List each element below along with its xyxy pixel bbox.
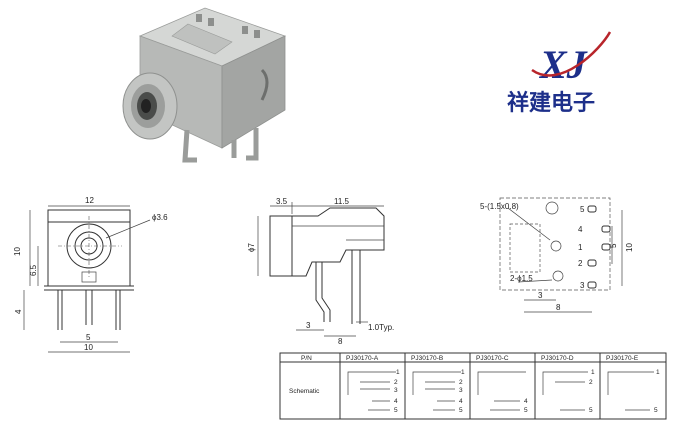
front-view-drawing: 12 ϕ3.6 10 6.5 4 5 10 [13, 196, 168, 353]
front-pin-pitch-label: 5 [86, 333, 91, 342]
d-pin-2: 2 [589, 379, 593, 386]
table-model-b: PJ30170-B [411, 355, 443, 362]
table-model-e: PJ30170-E [606, 355, 639, 362]
side-head-label: 3.5 [276, 197, 288, 206]
table-model-d: PJ30170-D [541, 355, 574, 362]
schematic-d: 1 2 5 [542, 369, 595, 414]
schematic-c: 4 5 [477, 371, 528, 414]
pcb-pin-3: 3 [580, 281, 585, 290]
a-pin-1: 1 [396, 369, 400, 376]
d-pin-1: 1 [591, 369, 595, 376]
front-width-label: 12 [85, 196, 94, 205]
side-diameter-label: ϕ7 [247, 243, 256, 252]
pcb-offset-label: 3 [538, 291, 543, 300]
side-pin-thickness-label: 1.0Typ. [368, 323, 394, 332]
schematic-table: P/N PJ30170-A PJ30170-B PJ30170-C PJ3017… [279, 352, 667, 420]
schematic-b: 1 2 3 4 5 [412, 369, 465, 414]
front-center-label: 6.5 [29, 264, 38, 276]
c-pin-4: 4 [524, 398, 528, 405]
front-height-label: 10 [13, 247, 22, 256]
b-pin-3: 3 [459, 387, 463, 394]
e-pin-1: 1 [656, 369, 660, 376]
table-row-label: Schematic [289, 388, 320, 395]
brand-logo: XJ 祥建电子 [507, 31, 612, 116]
front-base-width-label: 10 [84, 343, 93, 352]
pcb-pin-2: 2 [578, 259, 583, 268]
pcb-pin-5: 5 [580, 205, 585, 214]
b-pin-5: 5 [459, 407, 463, 414]
side-pin-pitch-label: 8 [338, 337, 343, 346]
a-pin-2: 2 [394, 379, 398, 386]
d-pin-5: 5 [589, 407, 593, 414]
brand-name: 祥建电子 [507, 90, 595, 116]
side-body-label: 11.5 [334, 197, 350, 206]
b-pin-2: 2 [459, 379, 463, 386]
pcb-inner-label: 5 [609, 243, 618, 248]
pcb-holes-label: 2-ϕ1.5 [510, 274, 533, 283]
logo-mark: XJ [538, 42, 589, 87]
pcb-slots-label: 5-(1.5x0.8) [480, 202, 519, 211]
a-pin-3: 3 [394, 387, 398, 394]
a-pin-5: 5 [394, 407, 398, 414]
pcb-layout-drawing: 5-(1.5x0.8) 2-ϕ1.5 10 5 3 8 5 4 1 2 3 [480, 197, 634, 313]
table-model-c: PJ30170-C [476, 355, 509, 362]
logo-swoosh [531, 31, 612, 77]
pcb-height-label: 10 [625, 243, 634, 252]
side-pin-offset-label: 3 [306, 321, 311, 330]
pcb-pin-1: 1 [578, 243, 583, 252]
a-pin-4: 4 [394, 398, 398, 405]
front-hole-label: ϕ3.6 [152, 213, 168, 222]
b-pin-1: 1 [461, 369, 465, 376]
schematic-e: 1 5 [607, 369, 660, 414]
pcb-pitch-label: 8 [556, 303, 561, 312]
side-view-drawing: 3.5 11.5 ϕ7 3 8 1.0Typ. [247, 197, 394, 346]
jack-photo [122, 7, 287, 163]
table-header-pn: P/N [301, 355, 312, 362]
schematic-a: 1 2 3 4 5 [347, 369, 400, 414]
c-pin-5: 5 [524, 407, 528, 414]
table-model-a: PJ30170-A [346, 355, 379, 362]
pcb-pin-4: 4 [578, 225, 583, 234]
b-pin-4: 4 [459, 398, 463, 405]
e-pin-5: 5 [654, 407, 658, 414]
front-pin-length-label: 4 [14, 309, 23, 314]
